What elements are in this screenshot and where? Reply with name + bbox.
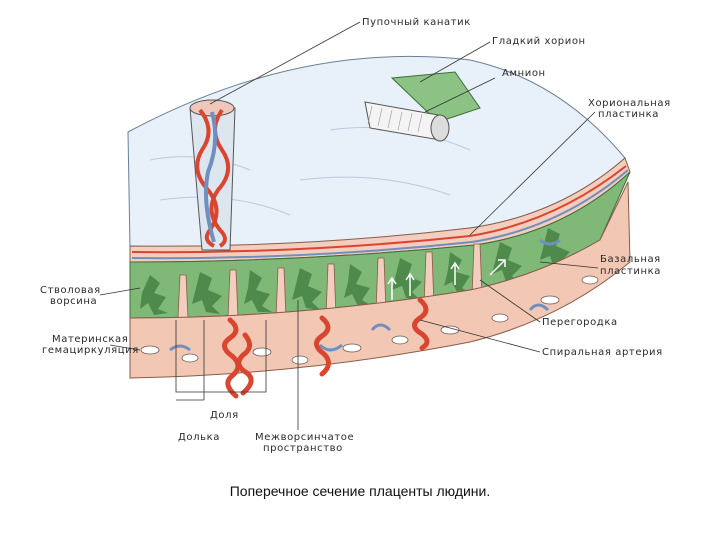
- flow-arrows: [387, 259, 506, 300]
- label-basal-plate-1: Базальная: [600, 254, 661, 265]
- label-intervillous-1: Межворсинчатое: [255, 432, 354, 443]
- decidua-veins: [169, 238, 561, 352]
- chorionic-vessel-red: [131, 165, 627, 254]
- lobule-bracket: [176, 320, 205, 401]
- label-chorionic-plate-2: пластинка: [598, 109, 659, 120]
- basal-plate: [129, 181, 631, 379]
- label-basal-plate-2: пластинка: [600, 266, 661, 277]
- label-stem-villus-1: Стволовая: [40, 285, 101, 296]
- chorionic-vessel-blue: [131, 169, 629, 260]
- label-amnion: Амнион: [502, 68, 546, 79]
- lobe-bracket: [175, 320, 267, 393]
- label-lobe: Доля: [210, 410, 239, 421]
- label-spiral-artery: Спиральная артерия: [542, 347, 663, 358]
- label-septum: Перегородка: [542, 317, 618, 328]
- leader-lines: [99, 21, 599, 353]
- figure-caption: Поперечное сечение плаценты людини.: [229, 483, 491, 499]
- label-umbilical-cord: Пупочный канатик: [362, 17, 471, 28]
- label-stem-villus-2: ворсина: [50, 296, 97, 307]
- label-smooth-chorion: Гладкий хорион: [492, 36, 586, 47]
- label-lobule: Долька: [178, 432, 220, 443]
- label-intervillous-2: пространство: [263, 443, 343, 454]
- label-maternal-circ-1: Материнская: [52, 334, 128, 345]
- label-maternal-circ-2: гемациркуляция: [42, 345, 139, 356]
- septa: [177, 243, 483, 319]
- decidua-cells: [140, 275, 599, 365]
- amnion-hatch: [367, 105, 423, 133]
- spiral-arteries: [222, 297, 430, 399]
- label-chorionic-plate-1: Хориональная: [588, 98, 671, 109]
- amnion-roll: [430, 114, 450, 142]
- umbilical-cord: [189, 99, 236, 251]
